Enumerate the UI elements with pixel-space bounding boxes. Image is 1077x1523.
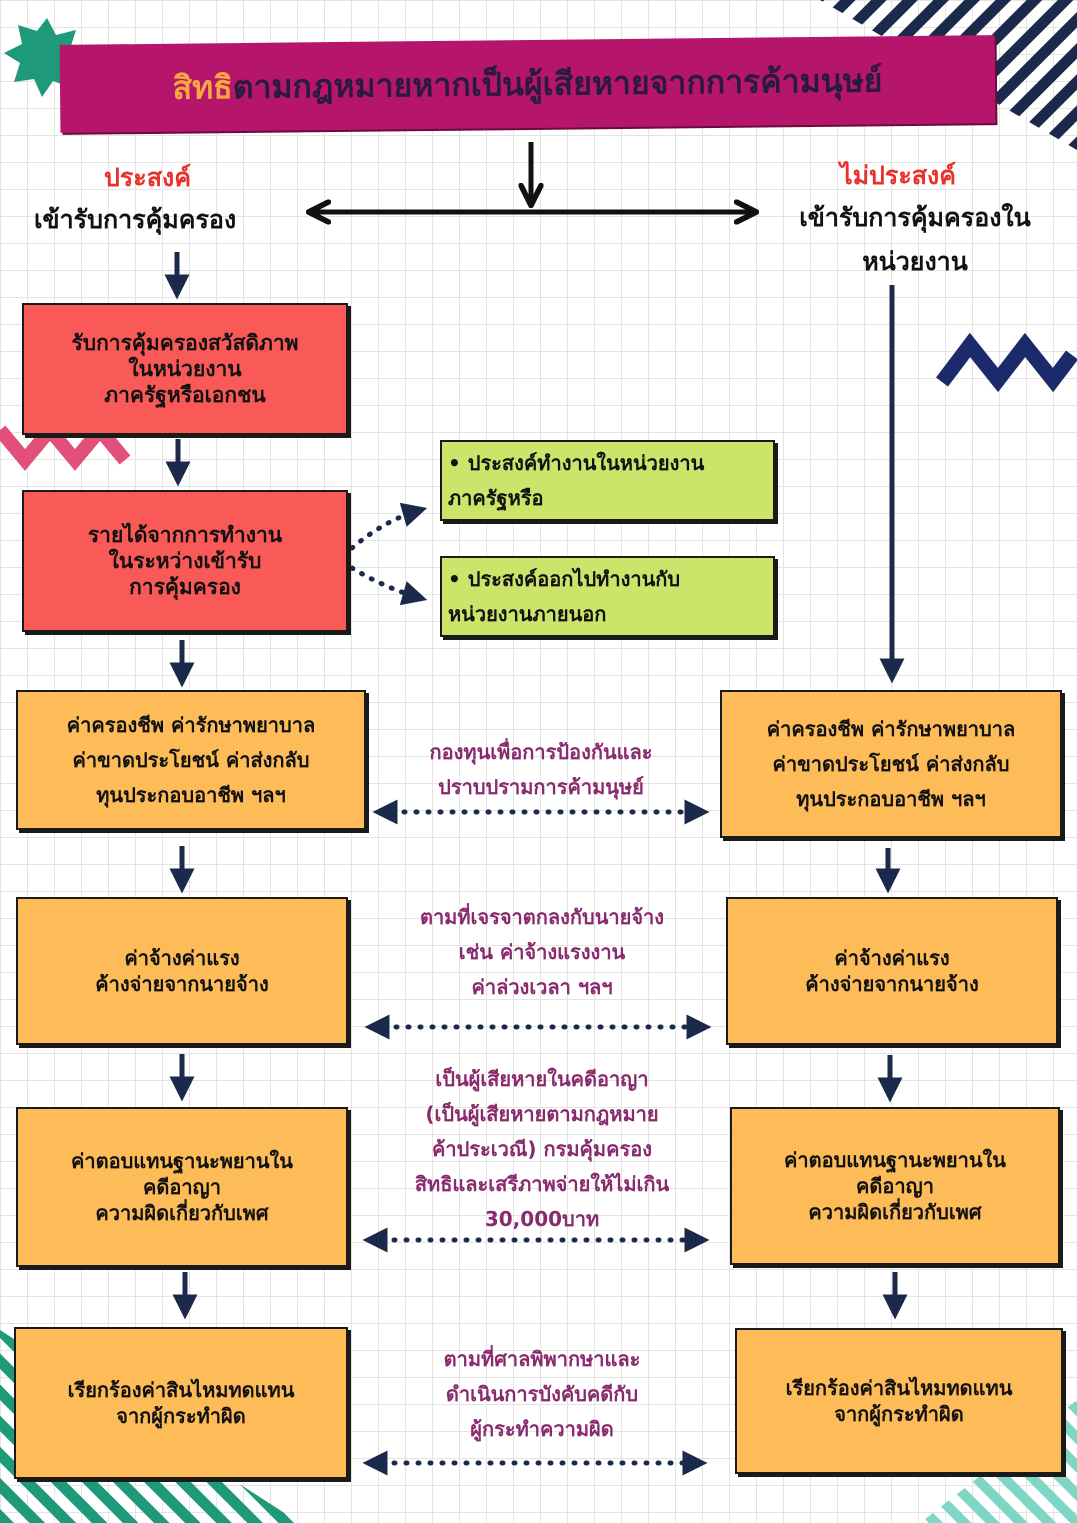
middle-note-court: ตามที่ศาลพิพากษาและ ดำเนินการบังคับคดีกั…: [443, 1347, 641, 1441]
dotted-arrow-option-1: [349, 502, 428, 551]
right-living-costs-box: ค่าครองชีพ ค่ารักษาพยาบาล ค่าขาดประโยชน์…: [720, 690, 1062, 838]
right-compensation-box: เรียกร้องค่าสินไหมทดแทน จากผู้กระทำผิด: [735, 1328, 1063, 1474]
right-wages-box: ค่าจ้างค่าแรง ค้างจ่ายจากนายจ้าง: [726, 897, 1058, 1045]
income-box: รายได้จากการทำงาน ในระหว่างเข้ารับ การคุ…: [22, 490, 348, 632]
middle-note-wages: ตามที่เจรจาตกลงกับนายจ้าง เช่น ค่าจ้างแร…: [419, 905, 665, 999]
protection-box: รับการคุ้มครองสวัสดิภาพ ในหน่วยงาน ภาครั…: [22, 303, 348, 435]
zigzag-navy: [936, 332, 1077, 393]
left-branch-subtitle: เข้ารับการคุ้มครอง: [34, 205, 237, 234]
option-box-government: • ประสงค์ทำงานในหน่วยงาน ภาครัฐหรือ: [440, 440, 775, 521]
middle-note-witness: เป็นผู้เสียหายในคดีอาญา (เป็นผู้เสียหายต…: [414, 1067, 670, 1231]
right-witness-box: ค่าตอบแทนฐานะพยานใน คดีอาญา ความผิดเกี่ย…: [730, 1107, 1060, 1265]
zigzag-pink: [0, 419, 131, 471]
title-highlight: สิทธิ: [172, 67, 233, 107]
middle-note-fund: กองทุนเพื่อการป้องกันและ ปราบปรามการค้าม…: [429, 740, 653, 799]
left-witness-box: ค่าตอบแทนฐานะพยานใน คดีอาญา ความผิดเกี่ย…: [16, 1107, 348, 1267]
dotted-arrow-option-2: [349, 565, 428, 606]
right-branch-label: ไม่ประสงค์: [840, 161, 956, 190]
right-branch-subtitle: เข้ารับการคุ้มครองใน หน่วยงาน: [799, 203, 1031, 276]
left-branch-label: ประสงค์: [104, 163, 191, 192]
option-box-external: • ประสงค์ออกไปทำงานกับ หน่วยงานภายนอก: [440, 556, 775, 637]
left-living-costs-box: ค่าครองชีพ ค่ารักษาพยาบาล ค่าขาดประโยชน์…: [16, 690, 366, 830]
left-wages-box: ค่าจ้างค่าแรง ค้างจ่ายจากนายจ้าง: [16, 897, 348, 1045]
left-compensation-box: เรียกร้องค่าสินไหมทดแทน จากผู้กระทำผิด: [14, 1327, 348, 1479]
title-text: ตามกฎหมายหากเป็นผู้เสียหายจากการค้ามนุษย…: [232, 60, 883, 106]
title-banner: สิทธิตามกฎหมายหากเป็นผู้เสียหายจากการค้า…: [59, 35, 996, 133]
